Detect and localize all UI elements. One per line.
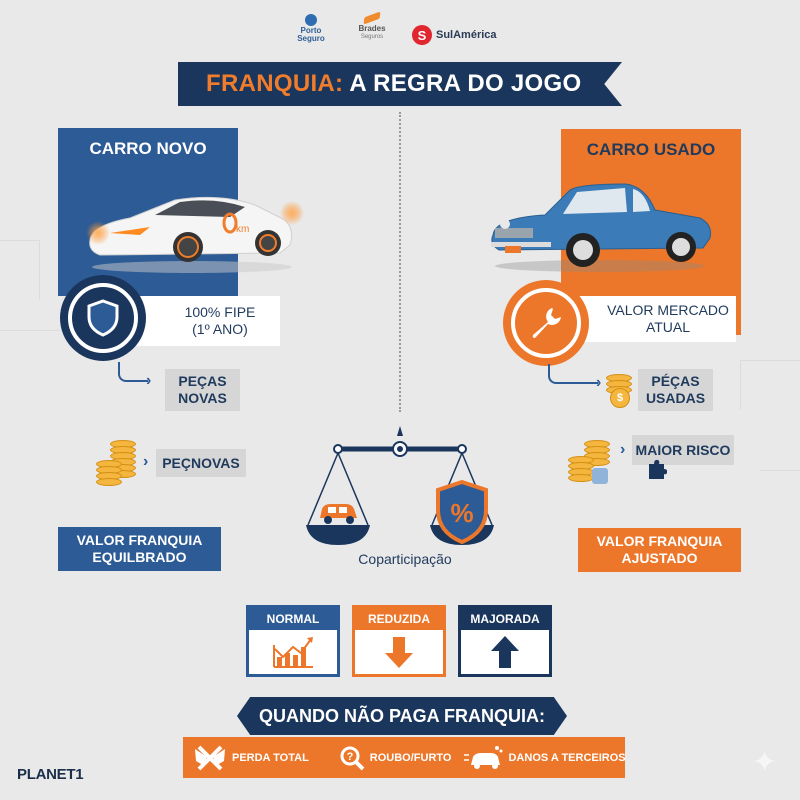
brand-logo: PLANET1 [17,766,84,783]
magnifier-question-icon: ? [340,746,365,770]
modality-normal-label: NORMAL [249,608,337,630]
circuit-decoration [760,470,800,510]
porto-seguro-logo: Porto Seguro [296,14,326,43]
coins-stack-icon [568,440,610,490]
connector-line [548,364,598,384]
growth-chart-icon [273,637,313,668]
circuit-decoration [0,240,40,300]
sulamerica-logo-text: SulAmérica [436,29,497,41]
new-parts-line-2: NOVAS [178,390,227,406]
no-franchise-item-total-loss: PERDA TOTAL [193,745,309,771]
no-franchise-item-third-party: DANOS A TERCEIROS [463,745,626,771]
adjusted-franchise-line-1: VALOR FRANQUIA [596,533,723,549]
fipe-line-2: (1º ANO) [192,321,248,337]
modality-card-increased: MAJORADA [458,605,552,677]
arrow-up-icon [491,636,519,668]
puzzle-piece-icon [649,459,667,479]
balance-scale-icon: % [306,426,494,545]
shield-badge [60,275,146,361]
puzzle-piece-light-icon [592,468,608,484]
no-franchise-heading: QUANDO NÃO PAGA FRANQUIA: [237,697,567,735]
svg-text:km: km [236,224,249,235]
brades-logo-text: Brades [358,24,386,33]
sparkle-icon: ✦ [752,746,778,779]
wrench-badge [503,280,589,366]
title-banner: FRANQUIA: A REGRA DO JOGO [178,62,622,106]
new-car-title: CARRO NOVO [89,139,207,158]
bradesco-seguros-logo: Brades Seguros [352,11,392,41]
brades-logo-subtext: Seguros [360,34,384,40]
used-car-illustration [491,183,711,272]
higher-risk-chip: MAIOR RISCO [632,435,734,465]
center-divider [399,112,401,412]
connector-line [118,362,148,382]
porto-logo-mark-icon [305,14,317,26]
adjusted-franchise-line-2: AJUSTADO [621,550,698,566]
theft-label: ROUBO/FURTO [369,751,452,764]
modality-card-normal: NORMAL [246,605,340,677]
coparticipation-label: Coparticipação [358,551,452,567]
dollar-coins-icon: $ [606,374,634,424]
car-damage-icon [464,745,503,769]
third-party-damage-label: DANOS A TERCEIROS [508,751,626,764]
porto-logo-text: Porto [300,26,322,35]
modality-card-reduced: REDUZIDA [352,605,446,677]
wrench-icon [532,308,561,338]
car-on-scale-icon [320,504,357,524]
fipe-value-box: 100% FIPE(1º ANO) [120,296,280,346]
arrow-right-icon: › [620,441,626,458]
new-car-illustration: km [86,196,304,273]
porto-logo-text-2: Seguro [297,34,325,43]
total-loss-label: PERDA TOTAL [232,751,309,764]
modality-reduced-label: REDUZIDA [355,608,443,630]
used-parts-line-2: USADAS [645,390,706,406]
svg-text:%: % [450,498,473,528]
title-text: A REGRA DO JOGO [349,70,582,97]
arrow-down-icon [385,637,413,668]
no-franchise-bar: PERDA TOTAL ? ROUBO/FURTO DANOS A TERCEI… [183,737,626,778]
fipe-line-1: 100% FIPE [184,304,256,320]
market-value-line-1: VALOR MERCADO [607,302,729,318]
used-parts-line-1: PÉÇAS [651,373,700,389]
arrow-right-icon: › [146,372,152,389]
shield-icon [87,299,119,337]
arrow-right-icon: › [143,453,149,470]
balanced-franchise-line-1: VALOR FRANQUIA [76,532,203,548]
circuit-decoration [0,330,60,370]
brades-logo-mark-icon [363,11,381,25]
balanced-franchise-line-2: EQUILBRADO [92,549,187,565]
circuit-decoration [740,360,800,410]
title-highlight: FRANQUIA: [206,70,344,97]
modality-increased-label: MAJORADA [461,608,549,630]
crashed-cars-icon [195,745,225,770]
used-car-title: CARRO USADO [586,140,716,159]
no-franchise-item-theft: ? ROUBO/FURTO [339,745,452,771]
sulamerica-logo: S SulAmérica [412,25,497,45]
arrow-right-icon: › [596,374,602,391]
svg-text:?: ? [346,751,353,763]
new-parts-label-chip: PEÇNOVAS [156,449,246,477]
sulamerica-logo-mark-icon: S [412,25,432,45]
coins-stack-icon [96,440,136,490]
market-value-line-2: ATUAL [645,319,691,335]
new-parts-line-1: PEÇAS [178,373,227,389]
